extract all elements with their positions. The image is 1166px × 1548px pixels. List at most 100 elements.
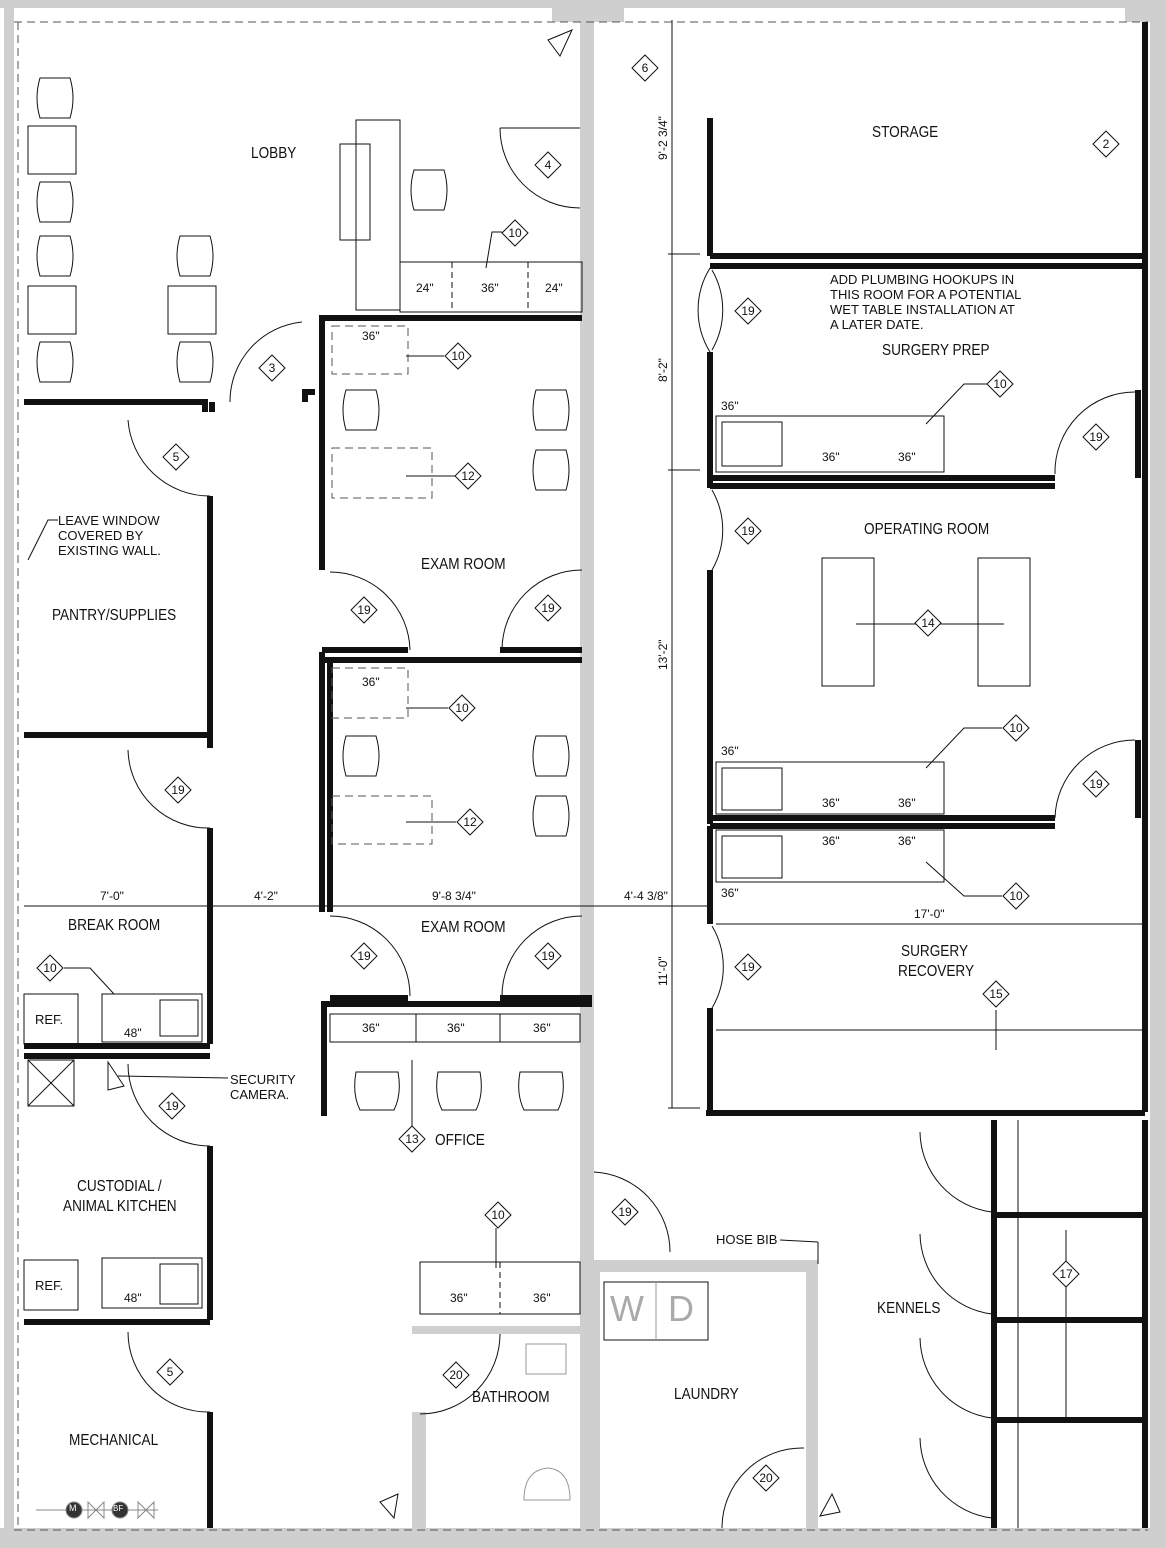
- window-note: EXISTING WALL.: [58, 543, 161, 558]
- keynote-tag: 19: [541, 949, 555, 963]
- counter-dimension: 36": [450, 1291, 468, 1305]
- room-label-laundry: LAUNDRY: [674, 1386, 739, 1403]
- counter-dimension: 36": [362, 329, 380, 343]
- counter-dimension: 24": [416, 281, 434, 295]
- keynote-tag: 12: [461, 469, 475, 483]
- plumbing-note: A LATER DATE.: [830, 317, 924, 332]
- keynote-tag: 2: [1102, 137, 1110, 151]
- dimension-storage-height: 9'-2 3/4": [656, 116, 670, 160]
- keynote-tag: 19: [357, 603, 371, 617]
- keynote-tag: 17: [1059, 1267, 1073, 1281]
- dimension-or-height: 13'-2": [656, 639, 670, 670]
- room-label-custodial: CUSTODIAL /: [77, 1178, 162, 1195]
- room-label-exam-room: EXAM ROOM: [421, 919, 506, 936]
- keynote-tag: 10: [1009, 889, 1023, 903]
- counter-dimension: 36": [362, 1021, 380, 1035]
- keynote-tag: 10: [451, 349, 465, 363]
- plumbing-note: ADD PLUMBING HOOKUPS IN: [830, 272, 1015, 287]
- keynote-tag: 10: [43, 961, 57, 975]
- interior-walls: [24, 22, 1148, 1528]
- counter-dimension: 36": [822, 450, 840, 464]
- counter-dimension: 36": [481, 281, 499, 295]
- keynote-tag: 19: [541, 601, 555, 615]
- valve-icon: [36, 1500, 158, 1520]
- tags: [36, 54, 1120, 1492]
- counter-dimension: 36": [447, 1021, 465, 1035]
- counter-dimension: 48": [124, 1026, 142, 1040]
- keynote-tag: 20: [449, 1368, 463, 1382]
- counter-dimension: 36": [822, 834, 840, 848]
- window-note: COVERED BY: [58, 528, 144, 543]
- keynote-tag: 19: [1089, 430, 1103, 444]
- keynote-tag: 5: [166, 1365, 174, 1379]
- dimension-surgery-width: 17'-0": [914, 907, 945, 921]
- keynote-tag: 19: [171, 783, 185, 797]
- counter-dimension: 36": [898, 450, 916, 464]
- dimension-recovery-height: 11'-0": [656, 956, 670, 986]
- plumbing-note: THIS ROOM FOR A POTENTIAL: [830, 287, 1022, 302]
- keynote-tag: 6: [641, 61, 649, 75]
- dimension-corridor2-width: 4'-4 3/8": [624, 889, 668, 903]
- counter-dimension: 48": [124, 1291, 142, 1305]
- meter-symbol-label: M: [69, 1503, 77, 1513]
- keynote-tag: 10: [1009, 721, 1023, 735]
- counter-dimension: 36": [822, 796, 840, 810]
- keynote-tag: 4: [544, 158, 552, 172]
- refrigerator-label: REF.: [35, 1278, 64, 1293]
- room-label-surgery-prep: SURGERY PREP: [882, 342, 990, 359]
- room-label-surgery-recovery: SURGERY: [901, 943, 969, 960]
- dimension-lines: [24, 20, 1145, 1109]
- room-label-kennels: KENNELS: [877, 1300, 941, 1317]
- refrigerator-label: REF.: [35, 1012, 64, 1027]
- dimension-corridor-width: 4'-2": [254, 889, 278, 903]
- keynote-tag: 3: [268, 361, 276, 375]
- counter-dimension: 36": [721, 399, 739, 413]
- keynote-tag: 10: [993, 377, 1007, 391]
- window-note: LEAVE WINDOW: [58, 513, 160, 528]
- keynote-tag: 10: [455, 701, 469, 715]
- keynote-tag: 14: [921, 616, 935, 630]
- room-label-storage: STORAGE: [872, 124, 939, 141]
- room-label-exam-room: EXAM ROOM: [421, 556, 506, 573]
- keynote-tag: 12: [463, 815, 477, 829]
- leader-lines: [27, 231, 1067, 1420]
- room-label-mechanical: MECHANICAL: [69, 1432, 159, 1449]
- security-camera-note: SECURITY: [230, 1072, 296, 1087]
- dimension-exam-width: 9'-8 3/4": [432, 889, 476, 903]
- counters: [23, 119, 1031, 1341]
- keynote-tag: 19: [618, 1205, 632, 1219]
- backflow-symbol-label: BF: [113, 1504, 124, 1513]
- doors: [127, 127, 1136, 1529]
- keynote-tag: 10: [508, 226, 522, 240]
- security-camera-icon: [107, 1060, 125, 1091]
- room-label-lobby: LOBBY: [251, 145, 297, 162]
- counter-dimension: 36": [533, 1021, 551, 1035]
- room-label-pantry: PANTRY/SUPPLIES: [52, 607, 177, 624]
- keynote-tag: 19: [741, 960, 755, 974]
- security-camera-note: CAMERA.: [230, 1087, 290, 1102]
- light-walls: [412, 1260, 818, 1528]
- furniture: [27, 77, 783, 1501]
- dimension-prep-height: 8'-2": [656, 358, 670, 382]
- keynote-tag: 10: [491, 1208, 505, 1222]
- keynote-tag: 19: [165, 1099, 179, 1113]
- counter-dimension: 36": [721, 744, 739, 758]
- counter-dimension: 36": [533, 1291, 551, 1305]
- dimension-break-room-width: 7'-0": [100, 889, 124, 903]
- section-marker-icon: [819, 1492, 841, 1517]
- section-marker-icon: [547, 29, 573, 57]
- counter-dimension: 36": [362, 675, 380, 689]
- keynote-tag: 13: [405, 1132, 419, 1146]
- keynote-tag: 19: [741, 524, 755, 538]
- keynote-tag: 19: [741, 304, 755, 318]
- counter-dimension: 36": [898, 796, 916, 810]
- keynote-tag: 19: [357, 949, 371, 963]
- washer-label: W: [610, 1288, 644, 1329]
- counter-dimension: 36": [721, 886, 739, 900]
- keynote-tag: 5: [172, 450, 180, 464]
- keynote-tag: 19: [1089, 777, 1103, 791]
- counter-dimension: 24": [545, 281, 563, 295]
- room-label-surgery-recovery: RECOVERY: [898, 963, 975, 980]
